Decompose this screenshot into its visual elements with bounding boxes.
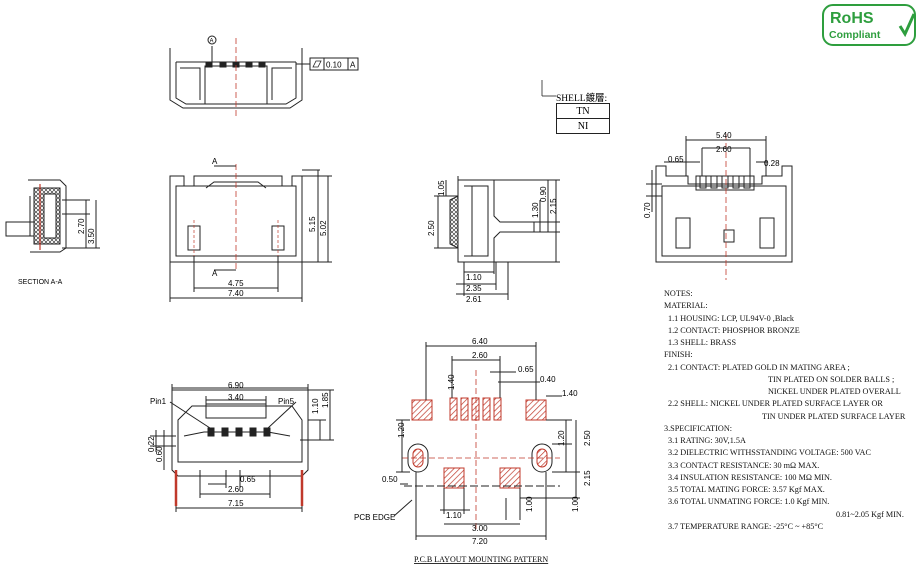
shell-leader — [541, 80, 556, 97]
pcb-edge-label: PCB EDGE — [354, 513, 395, 522]
pcb-dim-2-60: 2.60 — [472, 351, 488, 360]
dim-2-60-bottom: 2.60 — [228, 485, 244, 494]
dim-7-15: 7.15 — [228, 499, 244, 508]
dim-3-50: 3.50 — [87, 228, 96, 244]
dim-5-40: 5.40 — [716, 131, 732, 140]
notes-housing: 1.1 HOUSING: LCP, UL94V-0 ,Black — [668, 313, 794, 323]
pcb-dim-1-00-b: 1.00 — [571, 496, 580, 512]
rohs-logo: RoHS Compliant — [822, 4, 916, 46]
pcb-dim-0-50: 0.50 — [382, 475, 398, 484]
notes-unmating-2: 0.81~2.05 Kgf MIN. — [836, 509, 904, 519]
notes-finish-shell-2: TIN UNDER PLATED SURFACE LAYER — [762, 411, 906, 421]
dim-1-30: 1.30 — [531, 202, 540, 218]
notes-finish-contact-3: NICKEL UNDER PLATED OVERALL — [768, 387, 901, 396]
front-view — [169, 164, 332, 302]
notes-insulation: 3.4 INSULATION RESISTANCE: 100 MΩ MIN. — [668, 472, 832, 482]
notes-temperature: 3.7 TEMPERATURE RANGE: -25°C ~ +85°C — [668, 521, 824, 531]
pcb-dim-6-40: 6.40 — [472, 337, 488, 346]
pcb-pad-right — [525, 399, 547, 421]
dim-1-10-bottom: 1.10 — [311, 398, 320, 414]
dim-6-90: 6.90 — [228, 381, 244, 390]
notes-spec: 3.SPECIFICATION: — [664, 423, 733, 433]
pin1-label: Pin1 — [150, 397, 167, 406]
section-label: SECTION A-A — [18, 279, 63, 286]
pcb-dim-1-10: 1.10 — [446, 511, 462, 520]
dim-5-02: 5.02 — [319, 220, 328, 236]
notes-block: NOTES: MATERIAL: 1.1 HOUSING: LCP, UL94V… — [664, 288, 919, 533]
dim-1-10: 1.10 — [466, 273, 482, 282]
dim-0-65-bottom: 0.65 — [240, 475, 256, 484]
notes-contact: 1.2 CONTACT: PHOSPHOR BRONZE — [668, 325, 800, 335]
dim-0-70: 0.70 — [643, 202, 652, 218]
notes-finish-contact-2: TIN PLATED ON SOLDER BALLS ; — [768, 374, 895, 384]
profile-view — [169, 35, 359, 118]
notes-mating: 3.5 TOTAL MATING FORCE: 3.57 Kgf MAX. — [668, 485, 825, 494]
dim-4-75: 4.75 — [228, 279, 244, 288]
tolerance-value: 0.10 — [326, 61, 342, 70]
notes-title: NOTES: — [664, 289, 693, 298]
pcb-pad-left — [411, 399, 433, 421]
datum-a-circle-label: A — [210, 39, 214, 45]
pcb-dim-2-50: 2.50 — [583, 430, 592, 446]
pcb-dim-7-20: 7.20 — [472, 537, 488, 546]
pcb-dim-1-00-a: 1.00 — [525, 496, 534, 512]
notes-rating: 3.1 RATING: 30V,1.5A — [668, 436, 746, 445]
side-view — [434, 176, 560, 300]
dim-5-15: 5.15 — [308, 216, 317, 232]
notes-shell: 1.3 SHELL: BRASS — [668, 338, 737, 347]
pcb-title: P.C.B LAYOUT MOUNTING PATTERN — [414, 555, 548, 564]
dim-0-22: 0.22 — [147, 436, 156, 452]
dim-2-35: 2.35 — [466, 284, 482, 293]
shell-finish-table: TN NI — [556, 103, 610, 134]
pcb-dim-1-40-left: 1.40 — [447, 374, 456, 390]
dim-1-85: 1.85 — [321, 392, 330, 408]
section-marker-bottom: A — [212, 269, 218, 278]
dim-0-65-top: 0.65 — [668, 155, 684, 164]
rohs-logo-line1: RoHS — [830, 10, 874, 27]
shell-title: SHELL鍍層: — [556, 94, 608, 104]
dim-7-40: 7.40 — [228, 289, 244, 298]
top-view — [646, 134, 793, 280]
shell-finish-ni: NI — [556, 118, 610, 134]
dim-0-28: 0.28 — [764, 159, 780, 168]
notes-material: MATERIAL: — [664, 301, 708, 311]
pcb-dim-1-20-right: 1.20 — [557, 430, 566, 446]
dim-2-61: 2.61 — [466, 295, 482, 304]
pcb-dim-3-00: 3.00 — [472, 524, 488, 533]
rohs-logo-line2: Compliant — [829, 29, 881, 41]
pcb-dim-1-40-right: 1.40 — [562, 389, 578, 398]
pcb-layout — [393, 342, 580, 540]
bottom-view — [150, 384, 334, 512]
dim-2-70: 2.70 — [77, 218, 86, 234]
notes-contact-resistance: 3.3 CONTACT RESISTANCE: 30 mΩ MAX. — [668, 460, 820, 470]
pcb-dim-2-15: 2.15 — [583, 470, 592, 486]
dim-0-90: 0.90 — [539, 186, 548, 202]
tolerance-ref: A — [350, 61, 356, 70]
dim-2-60-top: 2.60 — [716, 145, 732, 154]
dim-2-15: 2.15 — [549, 198, 558, 214]
pcb-dim-0-65: 0.65 — [518, 365, 534, 374]
notes-dielectric: 3.2 DIELECTRIC WITHSSTANDING VOLTAGE: 50… — [668, 448, 871, 458]
notes-finish-contact: 2.1 CONTACT: PLATED GOLD IN MATING AREA … — [668, 362, 850, 372]
dim-1-05: 1.05 — [437, 180, 446, 196]
section-a-a-view — [5, 179, 100, 253]
pin5-label: Pin5 — [278, 397, 295, 406]
pcb-dim-0-40: 0.40 — [540, 375, 556, 384]
dim-3-40: 3.40 — [228, 393, 244, 402]
notes-finish-shell: 2.2 SHELL: NICKEL UNDER PLATED SURFACE L… — [668, 399, 883, 409]
notes-unmating: 3.6 TOTAL UNMATING FORCE: 1.0 Kgf MIN. — [668, 497, 830, 507]
pcb-dim-1-20-left: 1.20 — [397, 422, 406, 438]
shell-finish-tn: TN — [556, 103, 610, 119]
section-marker-top: A — [212, 157, 218, 166]
dim-2-50: 2.50 — [427, 220, 436, 236]
notes-finish: FINISH: — [664, 350, 693, 360]
dim-0-60: 0.60 — [155, 446, 164, 462]
